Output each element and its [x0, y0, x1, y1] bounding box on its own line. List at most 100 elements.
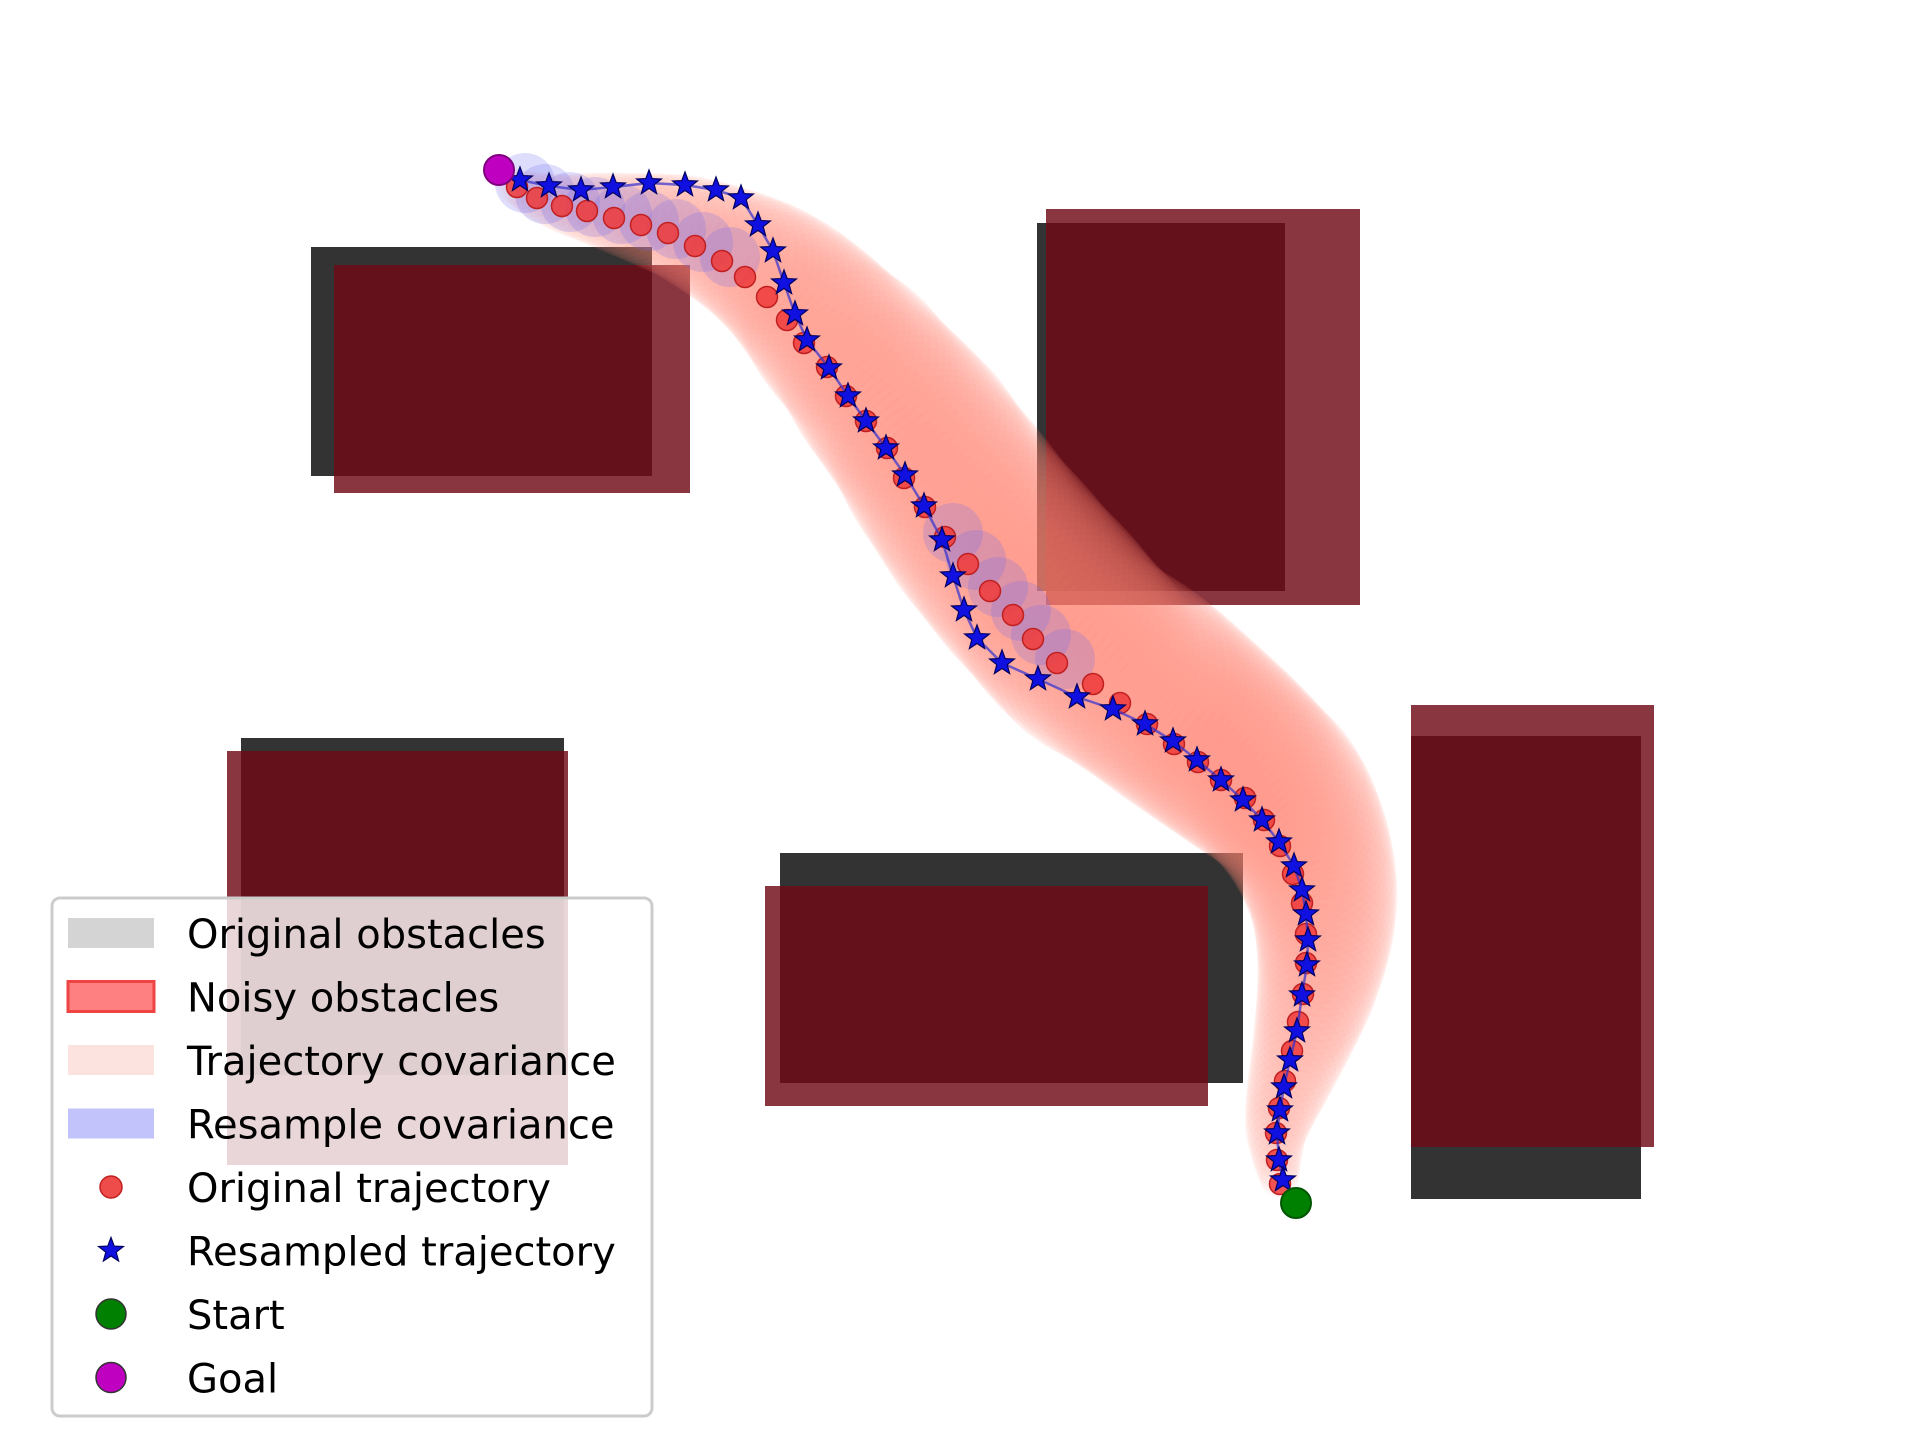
- trajectory-covariance-blob: [779, 283, 958, 462]
- trajectory-covariance-blob: [1080, 612, 1285, 817]
- resampled-trajectory-point: [1293, 925, 1323, 952]
- trajectory-covariance-blob: [731, 228, 888, 385]
- trajectory-covariance-blob: [983, 541, 1195, 753]
- legend-item-noisy-obstacles: Noisy obstacles: [66, 976, 499, 1022]
- legend-item-goal: Goal: [95, 1357, 278, 1403]
- trajectory-covariance-blob: [1198, 718, 1376, 896]
- trajectory-covariance-blob: [1039, 579, 1248, 788]
- trajectory-covariance-blob: [1151, 671, 1342, 862]
- trajectory-covariance-blob: [845, 375, 1047, 576]
- original-trajectory-point: [1021, 627, 1045, 651]
- legend-swatch: [95, 1298, 127, 1330]
- legend-label: Resampled trajectory: [187, 1230, 616, 1276]
- legend-label: Trajectory covariance: [186, 1039, 616, 1085]
- resampled-trajectory-point: [871, 433, 901, 460]
- resampled-trajectory-point: [534, 171, 564, 198]
- original-trajectory-point: [956, 552, 980, 576]
- trajectory-covariance-blob: [1257, 921, 1379, 1044]
- trajectory-covariance-blob: [1256, 885, 1389, 1018]
- trajectory-covariance-blob: [797, 306, 983, 492]
- trajectory-covariance-blob: [582, 172, 668, 258]
- original-trajectory-point: [978, 579, 1002, 603]
- trajectory-covariance-blob: [1256, 948, 1370, 1062]
- legend-item-resample-covariance: Resample covariance: [68, 1103, 614, 1149]
- trajectory-covariance-blob: [1108, 635, 1308, 835]
- trajectory-covariance-blob: [820, 335, 1014, 528]
- trajectory-covariance-blob: [648, 179, 765, 296]
- original-trajectory-point: [602, 206, 626, 230]
- trajectory-covariance-blob: [755, 256, 925, 426]
- trajectory-covariance-blob: [1114, 640, 1313, 839]
- endpoints: [483, 154, 1312, 1219]
- trajectory-covariance-blob: [890, 435, 1099, 645]
- legend-label: Noisy obstacles: [187, 976, 499, 1022]
- original-trajectory-point: [710, 249, 734, 273]
- resampled-trajectory-point: [1264, 1145, 1294, 1172]
- resampled-trajectory: [505, 165, 1323, 1192]
- noisy-obstacle-2: [1046, 209, 1360, 605]
- resampled-trajectory-point: [1269, 1072, 1299, 1099]
- legend-label: Original trajectory: [187, 1166, 551, 1212]
- trajectory-covariance-blob: [1133, 656, 1328, 851]
- trajectory-covariance-blob: [879, 423, 1087, 631]
- trajectory-covariance-blob: [765, 266, 939, 439]
- trajectory-covariance-blob: [1139, 661, 1333, 855]
- trajectory-covariance-blob: [1204, 725, 1379, 900]
- trajectory-covariance-blob: [722, 219, 874, 372]
- resampled-trajectory-point: [1023, 664, 1053, 691]
- resampled-trajectory-point: [566, 175, 596, 202]
- trajectory-covariance-blob: [726, 224, 881, 379]
- trajectory-covariance-blob: [1217, 748, 1387, 917]
- original-trajectory-point: [629, 213, 653, 237]
- original-trajectory-point: [550, 194, 574, 218]
- original-trajectory-point: [575, 199, 599, 223]
- resampled-trajectory-point: [851, 406, 881, 433]
- resampled-trajectory-point: [987, 648, 1017, 675]
- trajectory-covariance-blob: [1183, 699, 1366, 881]
- resampled-trajectory-point: [1264, 827, 1294, 854]
- legend-swatch: [95, 1361, 127, 1394]
- resampled-trajectory-point: [780, 299, 810, 326]
- resampled-trajectory-point: [1062, 682, 1092, 709]
- legend-swatch: [68, 1108, 154, 1139]
- resampled-trajectory-point: [1291, 899, 1321, 926]
- trajectory-covariance-blob: [1237, 788, 1396, 947]
- trajectory-covariance-blob: [885, 429, 1093, 638]
- trajectory-covariance-blob: [1170, 688, 1356, 874]
- original-trajectory-point: [755, 285, 779, 309]
- trajectory-covariance-blob: [1164, 682, 1352, 870]
- resampled-trajectory-point: [1265, 1095, 1295, 1122]
- trajectory-covariance-blob: [1025, 569, 1235, 779]
- trajectory-covariance-blob: [1257, 931, 1376, 1050]
- trajectory-covariance-blob: [1094, 623, 1296, 826]
- resampled-trajectory-point: [1279, 851, 1309, 878]
- trajectory-covariance-blob: [837, 361, 1035, 560]
- legend-item-trajectory-covariance: Trajectory covariance: [68, 1039, 616, 1085]
- resampled-trajectory-point: [1247, 805, 1277, 832]
- legend-swatch: [68, 918, 154, 948]
- trajectory-covariance-blob: [771, 271, 946, 446]
- trajectory-covariance-blob: [783, 289, 964, 470]
- trajectory-covariance-blob: [693, 198, 831, 336]
- resampled-trajectory-point: [1158, 726, 1188, 753]
- trajectory-covariance-blob: [960, 516, 1173, 729]
- resampled-trajectory-point: [1275, 1045, 1305, 1072]
- original-trajectory-point: [1045, 651, 1069, 675]
- resampled-trajectory-point: [909, 491, 939, 518]
- trajectory-covariance-blob: [606, 173, 703, 270]
- trajectory-covariance-blob: [1256, 876, 1391, 1011]
- original-trajectory-point: [656, 221, 680, 245]
- resampled-trajectory-point: [962, 623, 992, 650]
- goal-marker: [483, 154, 515, 186]
- trajectory-covariance-blob: [865, 402, 1070, 607]
- trajectory-covariance-blob: [1252, 991, 1352, 1091]
- trajectory-covariance-blob: [855, 388, 1059, 591]
- resampled-trajectory-point: [792, 325, 822, 352]
- trajectory-covariance-blob: [989, 547, 1201, 759]
- trajectory-covariance-blob: [1188, 705, 1369, 886]
- trajectory-covariance-blob: [1255, 956, 1366, 1068]
- trajectory-covariance-blob: [965, 522, 1178, 735]
